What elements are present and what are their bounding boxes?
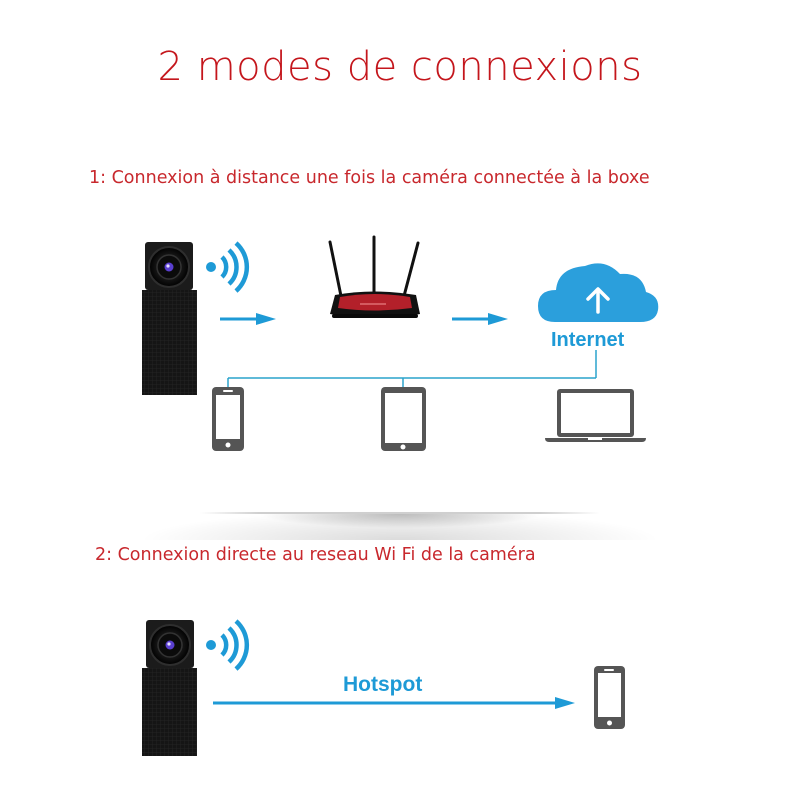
internet-label: Internet — [551, 329, 625, 351]
wifi-signal-icon — [206, 619, 250, 671]
hotspot-label: Hotspot — [343, 673, 423, 696]
arrow-right-icon — [452, 313, 508, 325]
network-connector — [227, 350, 597, 387]
smartphone-icon — [594, 666, 625, 729]
hotspot-arrow-icon — [213, 697, 575, 709]
section-divider-shadow — [30, 470, 770, 540]
router-icon — [328, 235, 420, 318]
section2-heading: 2: Connexion directe au reseau Wi Fi de … — [95, 545, 536, 565]
section1-heading: 1: Connexion à distance une fois la camé… — [89, 168, 650, 188]
wifi-signal-icon — [206, 241, 250, 293]
section-divider-underglow — [200, 514, 600, 534]
page-title: 2 modes de connexions — [157, 44, 643, 90]
arrow-right-icon — [220, 313, 276, 325]
laptop-icon — [545, 389, 646, 442]
smartphone-icon — [212, 387, 244, 451]
section2-diagram — [142, 619, 625, 756]
tablet-icon — [381, 387, 426, 451]
internet-cloud-icon — [538, 263, 659, 322]
camera-icon — [142, 620, 197, 756]
section-divider — [200, 512, 600, 514]
camera-icon — [142, 242, 197, 395]
section1-diagram — [142, 235, 659, 451]
